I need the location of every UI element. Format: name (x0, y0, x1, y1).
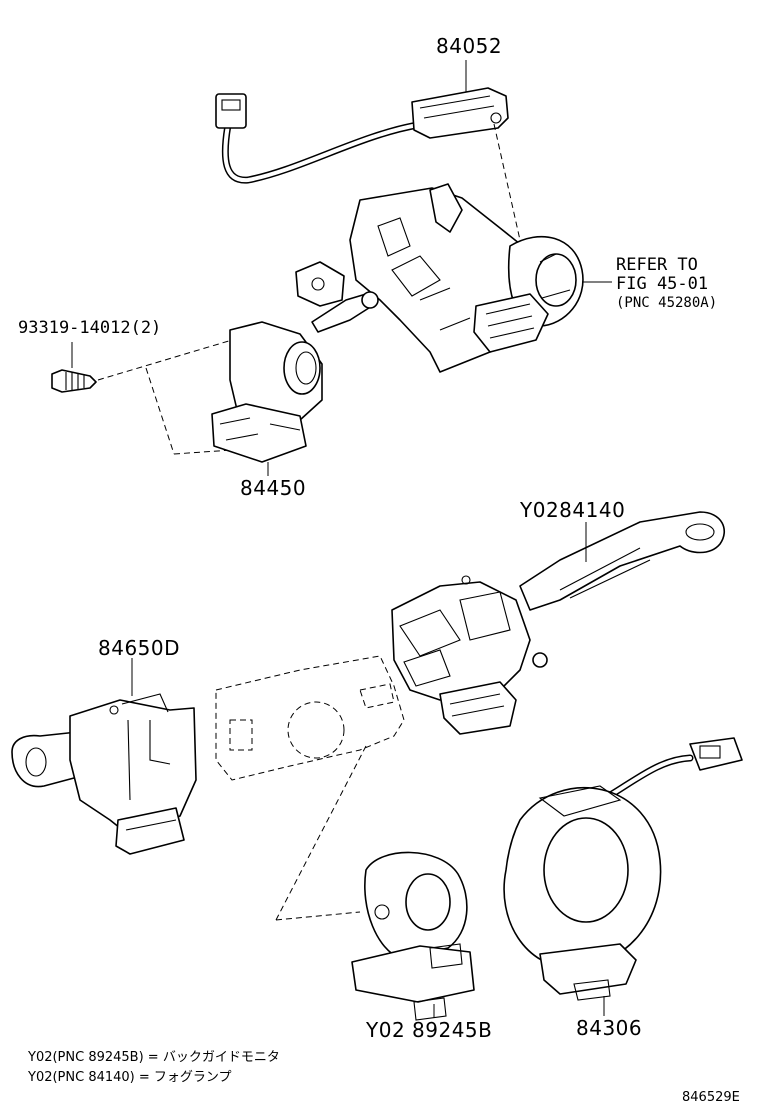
part-93319-screw (51, 369, 97, 393)
dash-base-to-module (275, 745, 367, 921)
part-84650d-turn-signal-switch (11, 693, 197, 855)
label-y02-89245b: Y02 89245B (366, 1018, 493, 1042)
label-refer-line2: FIG 45-01 (616, 274, 709, 294)
label-refer-line1: REFER TO (616, 255, 698, 275)
dash-screw-upper (97, 339, 233, 381)
label-84450: 84450 (240, 476, 307, 500)
part-84306-spiral-cable (503, 737, 743, 1001)
label-84306: 84306 (576, 1016, 643, 1040)
label-84650d: 84650D (98, 636, 181, 660)
part-84450-ignition-switch (211, 321, 323, 463)
part-y02-89245b-sensor (351, 851, 475, 1021)
note-line-1: Y02(PNC 89245B) = バックガイドモニタ (28, 1050, 280, 1065)
dash-screw-bottom (173, 449, 233, 455)
label-84052: 84052 (436, 34, 503, 58)
switch-base-phantom (215, 655, 405, 781)
steering-switch-assembly (295, 183, 584, 373)
figure-number: 846529E (682, 1090, 740, 1105)
part-84052-harness (215, 87, 509, 184)
dash-84052-to-switch (493, 123, 521, 241)
dash-screw-lower (145, 367, 175, 455)
label-refer-line3: (PNC 45280A) (616, 295, 718, 311)
dash-base-bottom (275, 911, 361, 921)
part-y0284140-lever-switch (391, 511, 725, 735)
note-line-2: Y02(PNC 84140) = フォグランプ (28, 1070, 232, 1085)
label-93319-14012: 93319-14012(2) (18, 318, 162, 338)
label-y0284140: Y0284140 (520, 498, 626, 522)
